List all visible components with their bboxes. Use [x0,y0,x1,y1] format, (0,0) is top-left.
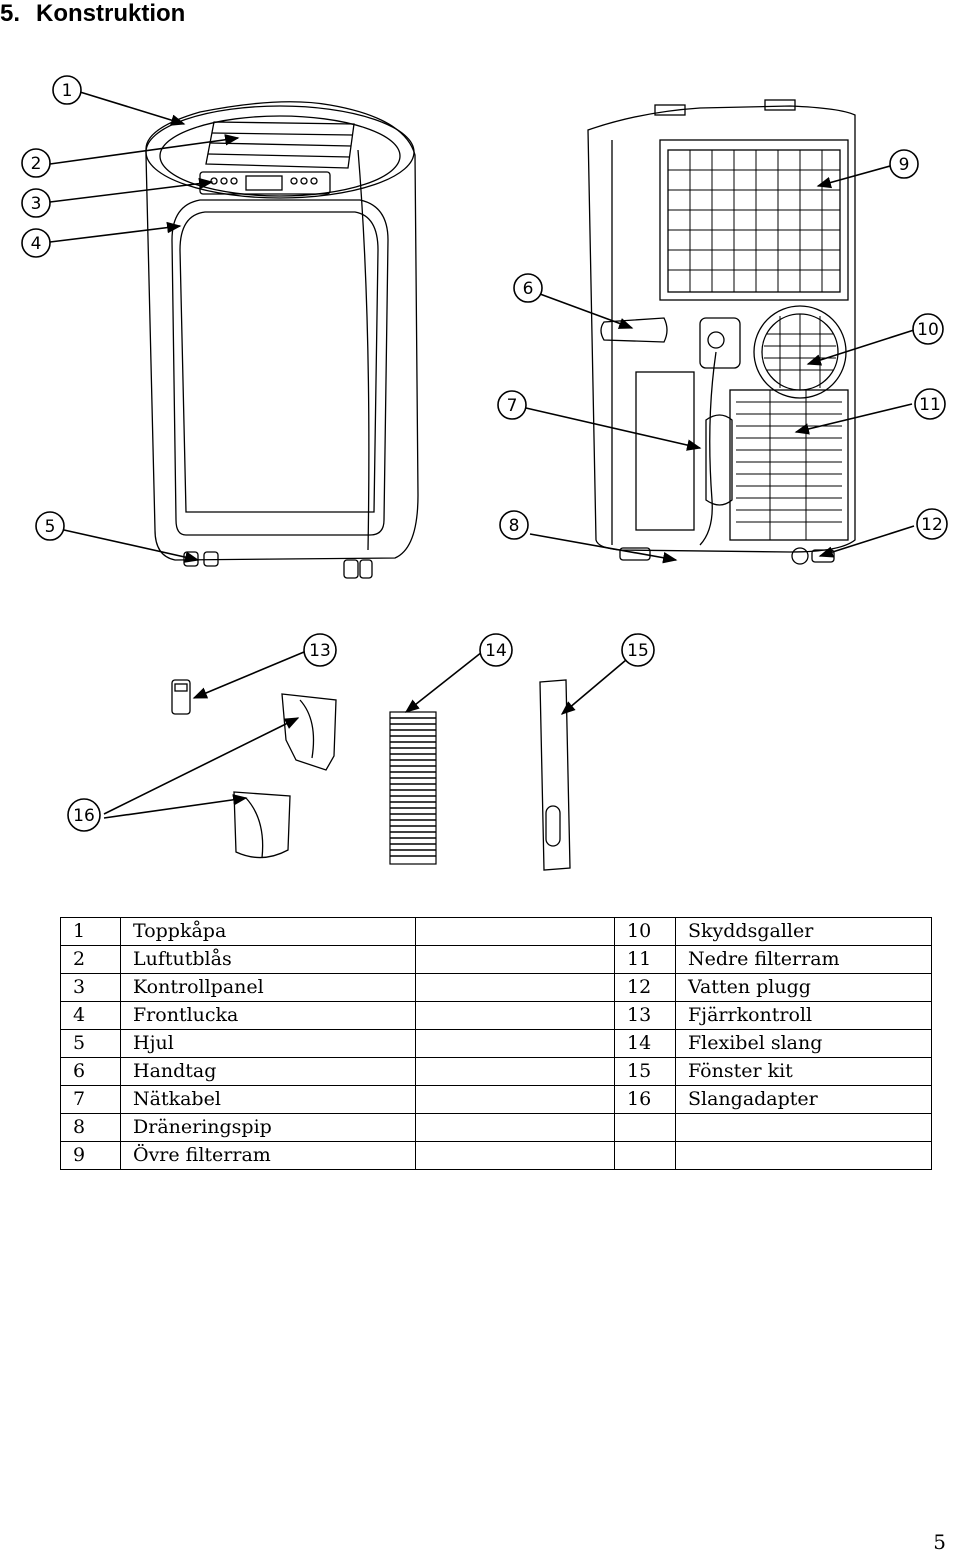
part-name: Skyddsgaller [675,917,932,946]
part-number: 11 [614,945,676,974]
callout-2: 2 [31,154,42,174]
empty-cell [415,1057,615,1086]
part-name: Fjärrkontroll [675,1001,932,1030]
table-row: 7 Nätkabel 16 Slangadapter [60,1085,932,1114]
callout-8: 8 [509,516,520,536]
part-name: Frontlucka [120,1001,416,1030]
part-number: 4 [60,1001,121,1030]
section-heading: 5. Konstruktion [0,0,185,28]
part-number: 3 [60,973,121,1002]
table-row: 4 Frontlucka 13 Fjärrkontroll [60,1001,932,1030]
table-row: 6 Handtag 15 Fönster kit [60,1057,932,1086]
part-number: 9 [60,1141,121,1170]
part-name: Nedre filterram [675,945,932,974]
part-number [614,1141,676,1170]
hose-adapter-illustration [233,693,337,859]
page-number: 5 [933,1530,946,1554]
part-number: 16 [614,1085,676,1114]
rear-unit-illustration [587,99,856,565]
empty-cell [415,1141,615,1170]
empty-cell [415,945,615,974]
section-number: 5. [0,0,21,27]
callout-leaders [49,91,915,819]
part-name: Handtag [120,1057,416,1086]
flexible-hose-illustration [389,711,437,865]
part-number: 13 [614,1001,676,1030]
part-number: 7 [60,1085,121,1114]
parts-table: 1 Toppkåpa 10 Skyddsgaller 2 Luftutblås … [60,917,932,1170]
part-name: Luftutblås [120,945,416,974]
table-row: 8 Dräneringspip [60,1113,932,1142]
part-name: Flexibel slang [675,1029,932,1058]
part-name: Nätkabel [120,1085,416,1114]
part-number: 2 [60,945,121,974]
callout-11: 11 [919,395,941,415]
empty-cell [415,1113,615,1142]
callout-13: 13 [309,641,331,661]
part-name [675,1113,932,1142]
table-row: 2 Luftutblås 11 Nedre filterram [60,945,932,974]
callout-10: 10 [917,320,939,340]
remote-control-illustration [171,679,191,715]
window-kit-illustration [539,679,571,871]
part-name [675,1141,932,1170]
part-number: 15 [614,1057,676,1086]
callout-14: 14 [485,641,507,661]
table-row: 5 Hjul 14 Flexibel slang [60,1029,932,1058]
table-row: 3 Kontrollpanel 12 Vatten plugg [60,973,932,1002]
callout-4: 4 [31,234,42,254]
part-name: Dräneringspip [120,1113,416,1142]
empty-cell [415,1001,615,1030]
empty-cell [415,1085,615,1114]
part-name: Fönster kit [675,1057,932,1086]
callout-1: 1 [62,81,73,101]
part-number: 5 [60,1029,121,1058]
part-number: 8 [60,1113,121,1142]
callout-16: 16 [73,806,95,826]
empty-cell [415,1029,615,1058]
part-name: Toppkåpa [120,917,416,946]
part-name: Hjul [120,1029,416,1058]
part-name: Kontrollpanel [120,973,416,1002]
part-number: 12 [614,973,676,1002]
callout-markers [21,75,948,832]
construction-drawing: 1 2 3 4 5 6 7 8 9 10 11 12 13 14 15 16 [21,75,948,871]
table-row: 9 Övre filterram [60,1141,932,1170]
callout-6: 6 [523,279,534,299]
table-row: 1 Toppkåpa 10 Skyddsgaller [60,917,932,946]
empty-cell [415,917,615,946]
part-name: Slangadapter [675,1085,932,1114]
callout-9: 9 [899,155,910,175]
flexible-hose-ribs [390,717,436,857]
part-number: 10 [614,917,676,946]
front-unit-illustration [145,101,419,579]
part-number: 14 [614,1029,676,1058]
part-number [614,1113,676,1142]
callout-5: 5 [45,517,56,537]
part-name: Vatten plugg [675,973,932,1002]
callout-12: 12 [921,515,943,535]
callout-15: 15 [627,641,649,661]
part-number: 6 [60,1057,121,1086]
section-title: Konstruktion [36,0,186,27]
callout-3: 3 [31,194,42,214]
callout-7: 7 [507,396,518,416]
part-name: Övre filterram [120,1141,416,1170]
part-number: 1 [60,917,121,946]
empty-cell [415,973,615,1002]
